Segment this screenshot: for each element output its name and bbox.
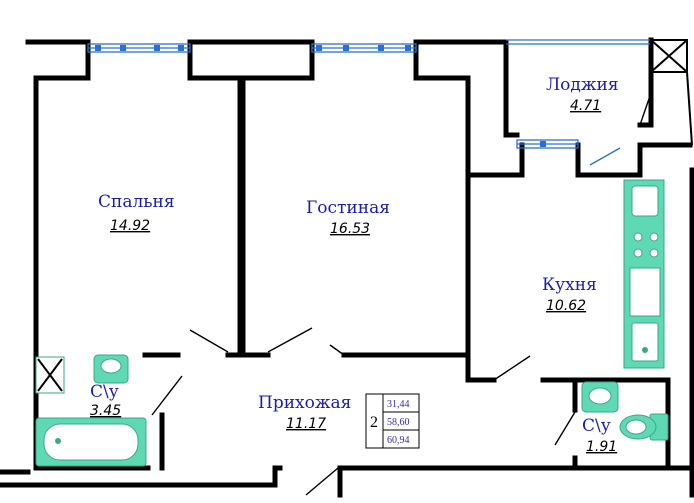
- hall-name: Прихожая: [258, 393, 351, 413]
- bath2-name: С\у: [582, 416, 611, 436]
- kitchen-name: Кухня: [542, 275, 597, 295]
- bath2-fixtures: [581, 381, 669, 441]
- total-area-value: 58,60: [387, 417, 410, 428]
- kitchen-fixtures: [623, 179, 665, 369]
- hall-area: 11.17: [286, 416, 326, 432]
- loggia-area: 4.71: [570, 98, 601, 114]
- doors: [151, 89, 653, 496]
- total-with-loggia-value: 60,94: [387, 435, 410, 446]
- living-area-value: 31,44: [387, 399, 410, 410]
- bath1-area: 3.45: [90, 403, 121, 419]
- bedroom-name: Спальня: [98, 192, 175, 212]
- area-summary-table: 2 31,44 58,60 60,94: [365, 393, 420, 449]
- bath1-name: С\у: [90, 382, 119, 402]
- rooms-count: 2: [370, 414, 378, 431]
- bath2-area: 1.91: [586, 439, 617, 455]
- windows: [87, 39, 693, 166]
- bedroom-area: 14.92: [110, 218, 150, 234]
- living-area: 16.53: [330, 221, 370, 237]
- loggia-name: Лоджия: [546, 75, 619, 95]
- bath1-fixtures: [35, 354, 147, 467]
- kitchen-area: 10.62: [546, 298, 586, 314]
- living-name: Гостиная: [306, 198, 390, 218]
